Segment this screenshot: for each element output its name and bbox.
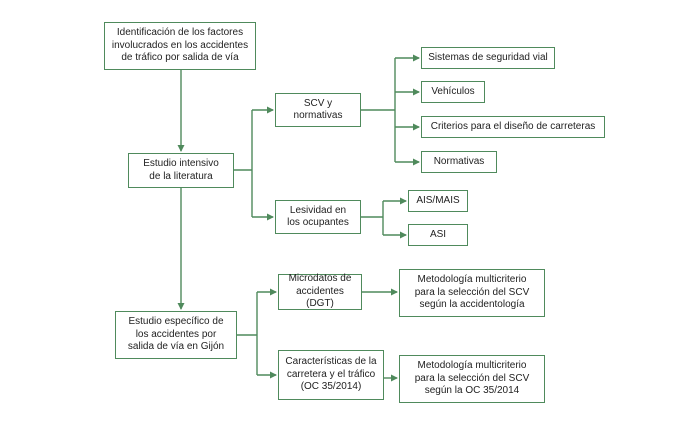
node-scv-normativas: SCV y normativas [275, 93, 361, 127]
node-asi: ASI [408, 224, 468, 246]
node-metodologia-accidentologia: Metodología multicriterio para la selecc… [399, 269, 545, 317]
node-criterios-diseno-carreteras: Criterios para el diseño de carreteras [421, 116, 605, 138]
node-vehiculos: Vehículos [421, 81, 485, 103]
node-caracteristicas-carretera: Características de la carretera y el trá… [278, 350, 384, 400]
node-identificacion-factores: Identificación de los factores involucra… [104, 22, 256, 70]
node-lesividad-ocupantes: Lesividad en los ocupantes [275, 200, 361, 234]
node-sistemas-seguridad-vial: Sistemas de seguridad vial [421, 47, 555, 69]
node-microdatos-accidentes: Microdatos de accidentes (DGT) [278, 273, 362, 310]
node-estudio-especifico-gijon: Estudio específico de los accidentes por… [115, 311, 237, 359]
node-estudio-intensivo: Estudio intensivo de la literatura [128, 153, 234, 188]
node-normativas: Normativas [421, 151, 497, 173]
node-ais-mais: AIS/MAIS [408, 190, 468, 212]
node-metodologia-oc: Metodología multicriterio para la selecc… [399, 355, 545, 403]
